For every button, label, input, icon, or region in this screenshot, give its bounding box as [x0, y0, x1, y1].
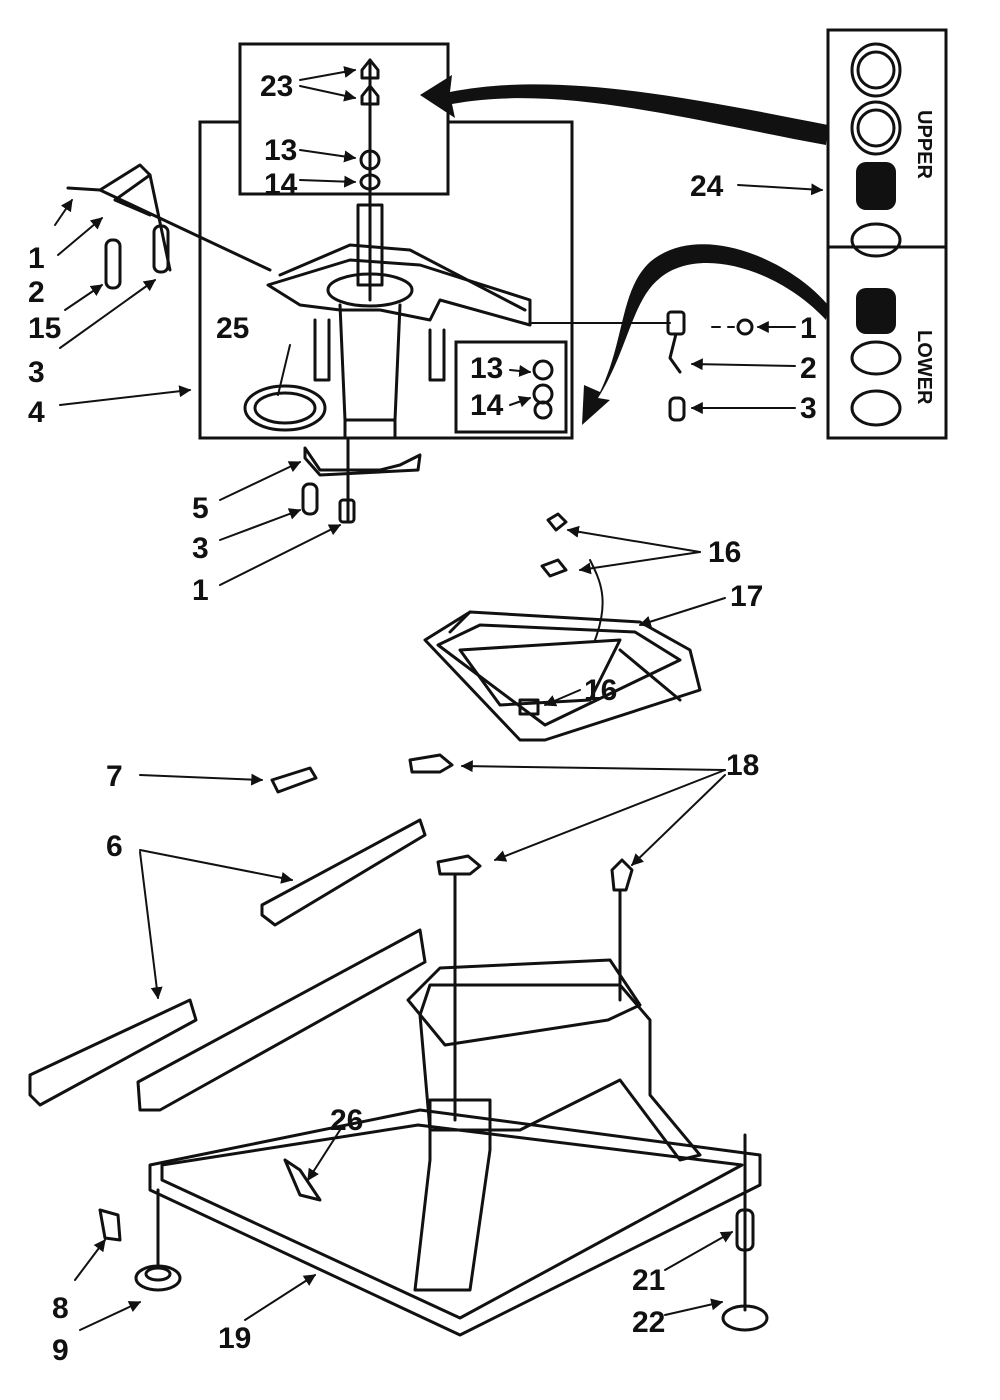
upper-left-suspension-parts [54, 163, 272, 406]
label-1-lower: 1 [192, 574, 209, 607]
label-13-lower: 13 [470, 352, 503, 385]
lower-bearing-set [850, 288, 902, 427]
part-14-washer [359, 173, 381, 191]
label-4: 4 [28, 396, 45, 429]
bearing-kit-panel: UPPER LOWER [420, 28, 948, 440]
label-6: 6 [106, 830, 123, 863]
label-14-lower: 14 [470, 389, 504, 422]
label-3-right: 3 [800, 392, 817, 425]
part-23-upper-nut [360, 58, 380, 106]
part-25-seal-ring [243, 344, 327, 432]
part-6-side-rails [28, 818, 427, 1107]
label-26: 26 [330, 1104, 363, 1137]
label-17: 17 [730, 580, 763, 613]
part-13-14-lower-nut-washer [509, 359, 554, 420]
lower-label: LOWER [913, 330, 935, 405]
suspension-assembly-box [198, 120, 574, 440]
left-leveling-leg [74, 1188, 317, 1331]
curved-arrow-to-upper [420, 75, 828, 145]
part-13-nut [359, 149, 381, 171]
label-18: 18 [726, 749, 759, 782]
label-16-top: 16 [708, 536, 741, 569]
label-2-left: 2 [28, 276, 45, 309]
label-5: 5 [192, 492, 209, 525]
part-16-clips [518, 512, 726, 716]
spider-base-frame [266, 243, 532, 440]
right-suspension-parts [529, 310, 796, 422]
label-1-right: 1 [800, 312, 817, 345]
part-19-base-frame [136, 928, 762, 1337]
label-7: 7 [106, 760, 123, 793]
label-3-lower: 3 [192, 532, 209, 565]
label-25: 25 [216, 312, 249, 345]
part-18-brackets [408, 753, 726, 1122]
label-16-lower: 16 [584, 674, 617, 707]
right-leveling-leg [664, 1133, 769, 1332]
label-23: 23 [260, 70, 293, 103]
label-24: 24 [690, 170, 724, 203]
label-1-left: 1 [28, 242, 45, 275]
label-9: 9 [52, 1334, 69, 1367]
upper-bearing-set [850, 42, 902, 258]
upper-label: UPPER [913, 110, 935, 179]
lower-suspension-rod-parts [219, 436, 422, 586]
hub-parts-callout-box [238, 42, 450, 207]
part-26-spring-hook [283, 1129, 341, 1202]
part-7-pin [139, 766, 318, 794]
label-14-top: 14 [264, 168, 298, 201]
label-21: 21 [632, 1264, 665, 1297]
callout-labels: 23 13 14 1 2 15 3 4 25 13 14 1 2 3 24 5 … [28, 70, 817, 1367]
label-22: 22 [632, 1306, 665, 1339]
label-19: 19 [218, 1322, 251, 1355]
curved-arrow-to-lower [582, 244, 828, 425]
label-13-top: 13 [264, 134, 297, 167]
part-17-top-cover-frame [423, 610, 702, 742]
label-2-right: 2 [800, 352, 817, 385]
label-3-left: 3 [28, 356, 45, 389]
label-15: 15 [28, 312, 61, 345]
label-8: 8 [52, 1292, 69, 1325]
